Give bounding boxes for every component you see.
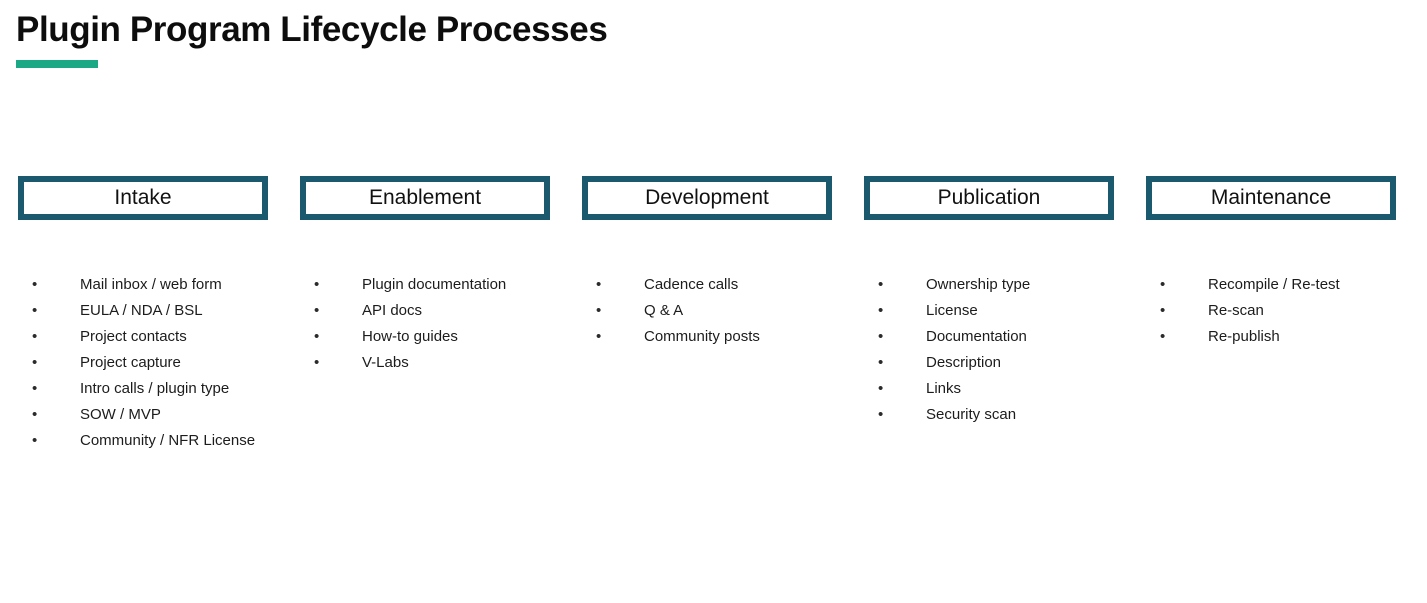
list-item-label: Project contacts (80, 328, 187, 345)
bullet-icon: • (314, 276, 320, 293)
list-item: • Q & A (596, 300, 896, 321)
bullet-icon: • (878, 406, 884, 423)
title-block: Plugin Program Lifecycle Processes (16, 8, 1116, 68)
bullet-icon: • (32, 302, 38, 319)
bullet-icon: • (32, 432, 38, 449)
list-item: • Recompile / Re-test (1160, 274, 1427, 295)
bullet-icon: • (314, 354, 320, 371)
phase-column-publication: Publication • Ownership type • License •… (864, 176, 1114, 423)
list-item-label: API docs (362, 302, 423, 319)
list-item: • Project contacts (32, 326, 332, 347)
list-item-label: Re-scan (1208, 302, 1264, 319)
list-item: • Mail inbox / web form (32, 274, 332, 295)
title-accent-rule (16, 60, 98, 68)
phase-column-intake: Intake • Mail inbox / web form • EULA / … (18, 176, 268, 449)
bullet-icon: • (878, 328, 884, 345)
bullet-icon: • (32, 276, 38, 293)
list-item-label: Project capture (80, 354, 181, 371)
list-item-label: Links (926, 380, 962, 397)
bullet-icon: • (1160, 302, 1166, 319)
phase-header-maintenance[interactable]: Maintenance (1146, 176, 1396, 220)
list-item: • Re-scan (1160, 300, 1427, 321)
bullet-icon: • (878, 302, 884, 319)
list-item-label: Mail inbox / web form (80, 276, 222, 293)
list-item: • API docs (314, 300, 614, 321)
bullet-icon: • (32, 328, 38, 345)
list-item: • Project capture (32, 352, 332, 373)
phase-items-development: • Cadence calls • Q & A • Community post… (596, 274, 896, 352)
list-item: • Description (878, 352, 1178, 373)
list-item-label: Community / NFR License (80, 432, 256, 449)
phase-title-publication: Publication (937, 186, 1041, 209)
list-item: • SOW / MVP (32, 404, 332, 425)
list-item: • Documentation (878, 326, 1178, 347)
list-item-label: Description (926, 354, 1002, 371)
list-item-label: V-Labs (362, 354, 409, 371)
list-item-label: Plugin documentation (362, 276, 507, 293)
bullet-icon: • (1160, 276, 1166, 293)
list-item: • Intro calls / plugin type (32, 378, 332, 399)
list-item-label: Security scan (926, 406, 1017, 423)
list-item: • Community posts (596, 326, 896, 347)
phase-column-maintenance: Maintenance • Recompile / Re-test • Re-s… (1146, 176, 1396, 345)
list-item: • Links (878, 378, 1178, 399)
phase-title-development: Development (645, 186, 769, 209)
phase-title-maintenance: Maintenance (1210, 186, 1332, 209)
list-item: • Community / NFR License (32, 430, 332, 451)
list-item: • Plugin documentation (314, 274, 614, 295)
list-item-label: Ownership type (926, 276, 1031, 293)
phase-title-intake: Intake (114, 186, 172, 209)
list-item-label: Cadence calls (644, 276, 739, 293)
bullet-icon: • (878, 276, 884, 293)
bullet-icon: • (314, 302, 320, 319)
list-item-label: Intro calls / plugin type (80, 380, 230, 397)
bullet-icon: • (878, 380, 884, 397)
phase-header-publication[interactable]: Publication (864, 176, 1114, 220)
list-item-label: Community posts (644, 328, 760, 345)
list-item: • License (878, 300, 1178, 321)
page-title: Plugin Program Lifecycle Processes (16, 10, 608, 49)
bullet-icon: • (1160, 328, 1166, 345)
list-item: • Security scan (878, 404, 1178, 425)
phase-title-enablement: Enablement (368, 186, 482, 209)
bullet-icon: • (32, 354, 38, 371)
phase-items-intake: • Mail inbox / web form • EULA / NDA / B… (32, 274, 332, 456)
list-item-label: EULA / NDA / BSL (80, 302, 203, 319)
list-item: • Ownership type (878, 274, 1178, 295)
list-item-label: Documentation (926, 328, 1027, 345)
bullet-icon: • (878, 354, 884, 371)
list-item-label: SOW / MVP (80, 406, 161, 423)
phase-column-enablement: Enablement • Plugin documentation • API … (300, 176, 550, 371)
phase-header-enablement[interactable]: Enablement (300, 176, 550, 220)
bullet-icon: • (314, 328, 320, 345)
list-item: • Cadence calls (596, 274, 896, 295)
list-item: • Re-publish (1160, 326, 1427, 347)
phase-items-maintenance: • Recompile / Re-test • Re-scan • Re-pub… (1160, 274, 1427, 352)
bullet-icon: • (596, 302, 602, 319)
list-item: • EULA / NDA / BSL (32, 300, 332, 321)
phase-items-publication: • Ownership type • License • Documentati… (878, 274, 1178, 430)
bullet-icon: • (596, 328, 602, 345)
list-item-label: Q & A (644, 302, 684, 319)
phase-items-enablement: • Plugin documentation • API docs • How-… (314, 274, 614, 378)
phase-header-intake[interactable]: Intake (18, 176, 268, 220)
list-item: • How-to guides (314, 326, 614, 347)
phase-column-development: Development • Cadence calls • Q & A • Co… (582, 176, 832, 345)
bullet-icon: • (596, 276, 602, 293)
list-item-label: License (926, 302, 978, 319)
list-item-label: Recompile / Re-test (1208, 276, 1340, 293)
list-item-label: Re-publish (1208, 328, 1280, 345)
bullet-icon: • (32, 380, 38, 397)
bullet-icon: • (32, 406, 38, 423)
list-item: • V-Labs (314, 352, 614, 373)
list-item-label: How-to guides (362, 328, 458, 345)
phase-header-development[interactable]: Development (582, 176, 832, 220)
